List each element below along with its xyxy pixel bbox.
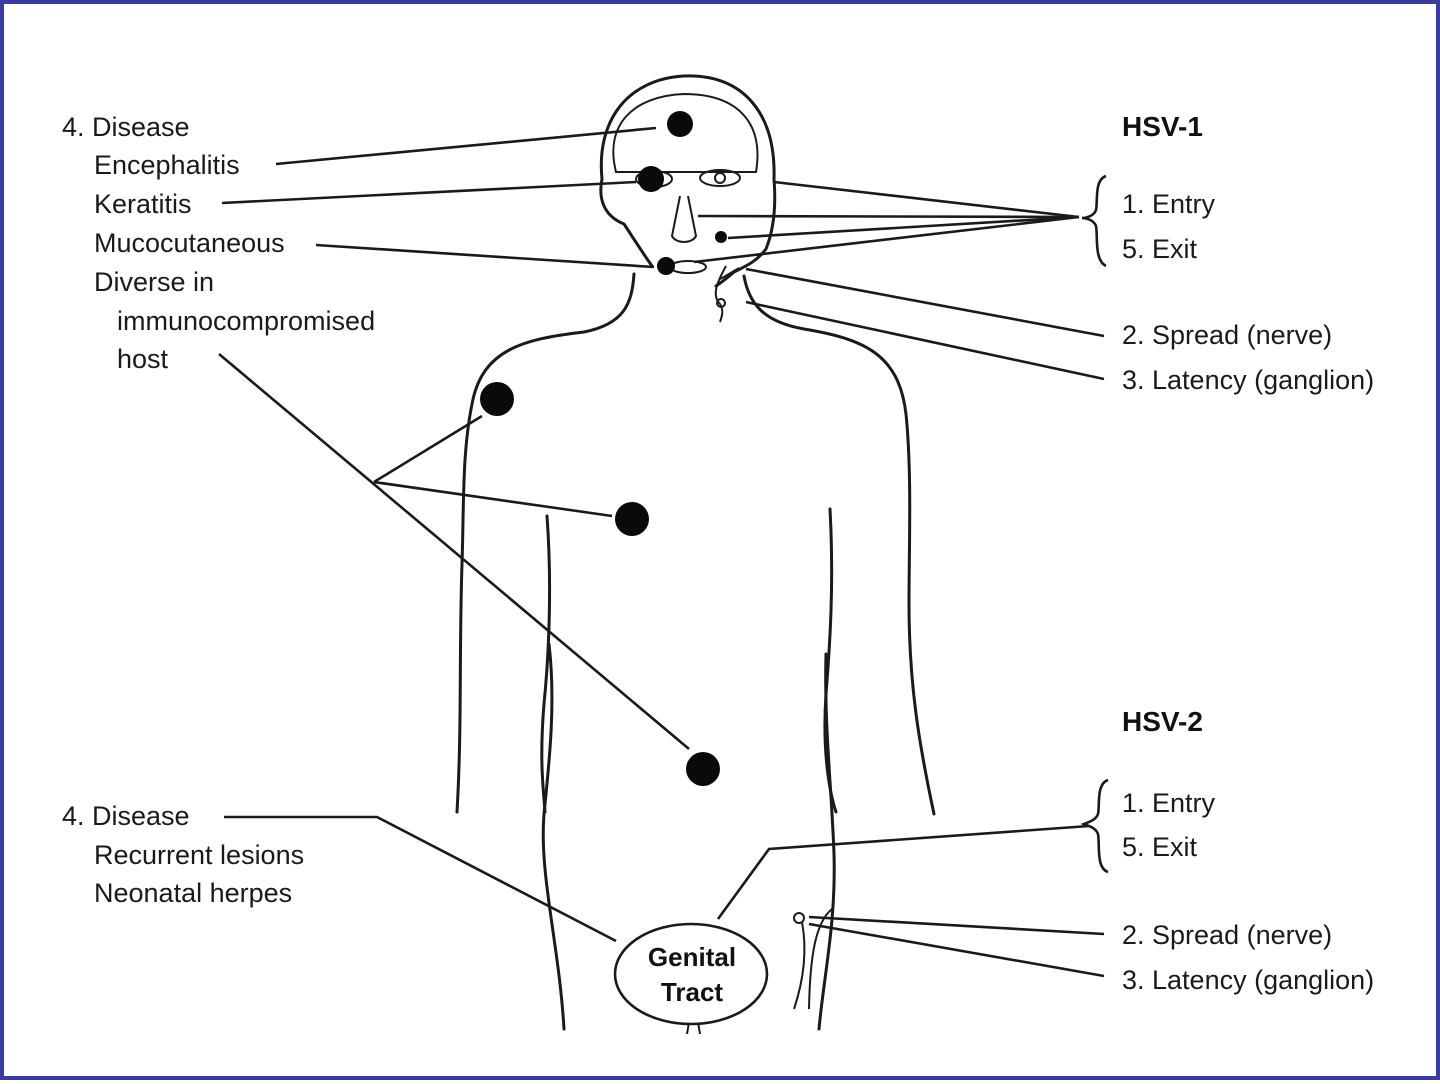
disease-item-recurrent: Recurrent lesions bbox=[94, 840, 304, 870]
disease-top-heading: 4. Disease bbox=[62, 112, 190, 142]
right-side-outline bbox=[744, 276, 934, 814]
cheek-lesion-dot bbox=[715, 231, 727, 243]
hsv2-leader-lines bbox=[718, 780, 1108, 976]
disease-item-diverse: Diverse in bbox=[94, 267, 214, 297]
disease-item-keratitis: Keratitis bbox=[94, 189, 192, 219]
hsv2-title: HSV-2 bbox=[1122, 706, 1203, 737]
genital-label-line2: Tract bbox=[661, 977, 723, 1007]
right-iris bbox=[715, 173, 725, 183]
eye-lesion-dot bbox=[638, 166, 664, 192]
hsv1-labels: HSV-1 1. Entry 5. Exit 2. Spread (nerve)… bbox=[1122, 111, 1374, 395]
left-side-outline bbox=[457, 274, 634, 812]
genital-tract-node: Genital Tract bbox=[615, 924, 767, 1024]
herpes-diagram: Genital Tract 4. Disease Encephalitis Ke… bbox=[4, 4, 1440, 1084]
disease-item-mucocutaneous: Mucocutaneous bbox=[94, 228, 285, 258]
hsv1-spread: 2. Spread (nerve) bbox=[1122, 320, 1332, 350]
hsv1-latency: 3. Latency (ganglion) bbox=[1122, 365, 1374, 395]
shoulder-lesion-dot bbox=[480, 382, 514, 416]
hsv2-entry: 1. Entry bbox=[1122, 788, 1216, 818]
hsv2-spread: 2. Spread (nerve) bbox=[1122, 920, 1332, 950]
genital-tract-ellipse bbox=[615, 924, 767, 1024]
genital-label-line1: Genital bbox=[648, 942, 736, 972]
brain-lesion-dot bbox=[667, 111, 693, 137]
disease-bottom-heading: 4. Disease bbox=[62, 801, 190, 831]
abdomen-lesion-dot bbox=[686, 752, 720, 786]
lesion-dots bbox=[480, 111, 727, 786]
body-outline bbox=[457, 76, 934, 1034]
mouth bbox=[670, 261, 706, 273]
left-torso bbox=[543, 644, 564, 1029]
hsv1-exit: 5. Exit bbox=[1122, 234, 1198, 264]
hsv1-ganglion bbox=[716, 266, 739, 322]
left-leader-lines bbox=[219, 128, 689, 941]
disease-top-list: 4. Disease Encephalitis Keratitis Mucocu… bbox=[62, 112, 375, 374]
hsv2-exit: 5. Exit bbox=[1122, 832, 1198, 862]
lip-lesion-dot bbox=[657, 257, 675, 275]
hsv1-title: HSV-1 bbox=[1122, 111, 1203, 142]
disease-item-host: host bbox=[117, 344, 169, 374]
hsv1-leader-lines bbox=[694, 176, 1106, 379]
nose bbox=[672, 196, 696, 242]
disease-item-encephalitis: Encephalitis bbox=[94, 150, 240, 180]
right-torso bbox=[819, 654, 834, 1029]
hsv2-latency: 3. Latency (ganglion) bbox=[1122, 965, 1374, 995]
hsv2-labels: HSV-2 1. Entry 5. Exit 2. Spread (nerve)… bbox=[1122, 706, 1374, 995]
hsv1-entry: 1. Entry bbox=[1122, 189, 1216, 219]
disease-item-immunocompromised: immunocompromised bbox=[117, 306, 375, 336]
disease-item-neonatal: Neonatal herpes bbox=[94, 878, 292, 908]
chest-lesion-dot bbox=[615, 502, 649, 536]
face-left bbox=[601, 179, 652, 266]
